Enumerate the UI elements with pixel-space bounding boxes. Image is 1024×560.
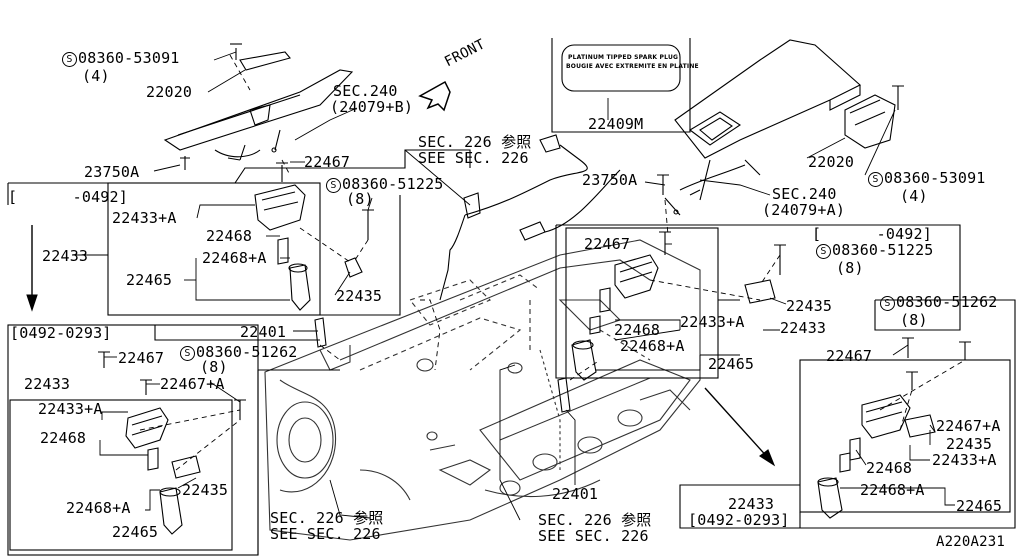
label-bracket-top: 22435	[336, 287, 383, 305]
label-coil-bolt-top: 22467	[304, 153, 351, 171]
label-coil-left: 22465	[126, 271, 173, 289]
leader-lines	[72, 51, 955, 521]
label-bolt-br-1: 22467	[826, 347, 873, 365]
label-coil-assy-right: 22433+A	[680, 313, 745, 331]
label-boot-ext-br: 22468+A	[860, 481, 925, 499]
label-boot-br: 22468	[866, 459, 913, 477]
label-sec226-bc-1: SEC. 226 参照	[538, 511, 652, 529]
label-diagram-code: A220A231	[936, 534, 1006, 550]
label-sec226-bl-1: SEC. 226 参照	[270, 509, 384, 527]
label-plug-left: 22401	[240, 323, 287, 341]
label-range-right: [ -0492]	[812, 225, 932, 243]
label-coil-assy-br: 22433+A	[932, 451, 997, 469]
label-sec240-left: SEC.240	[333, 82, 398, 100]
coil-bottom-left-drawing	[98, 351, 246, 535]
coil-bottom-right-drawing	[817, 337, 971, 519]
label-ground-right: 23750A	[582, 171, 638, 189]
label-sec226-top-1: SEC. 226 参照	[418, 133, 532, 151]
label-boot-ext-bl: 22468+A	[66, 499, 131, 517]
label-coil-br: 22465	[956, 497, 1003, 515]
label-bolt-br-2: 22467+A	[936, 417, 1001, 435]
label-plate-top-left: 22020	[146, 83, 193, 101]
front-arrow	[418, 80, 451, 112]
label-coil-bolt-right: 22467	[584, 235, 631, 253]
s-symbol-icon: S	[62, 52, 77, 67]
group-boxes	[7, 38, 1016, 556]
label-bolt-bl-1: 22467	[118, 349, 165, 367]
dashed-lines	[139, 54, 966, 471]
label-bolt-right-qty: (4)	[900, 187, 928, 205]
label-boot-ext-top: 22468+A	[202, 249, 267, 267]
label-range-top-left: [ -0492]	[8, 188, 128, 206]
label-bolt-bl-lower-qty: (8)	[200, 358, 228, 376]
label-coil-bl: 22465	[112, 523, 159, 541]
label-spark-plug-2: BOUGIE AVEC EXTREMITE EN PLATINE	[566, 63, 699, 70]
harness-drawing	[439, 134, 621, 301]
s-symbol-icon: S	[180, 346, 195, 361]
label-range-bottom-left: [0492-0293]	[10, 324, 112, 342]
label-coil-right: 22465	[708, 355, 755, 373]
top-left-cover-drawing	[163, 43, 354, 170]
label-plate-right: 22020	[808, 153, 855, 171]
label-bolt-br-qty: (8)	[900, 311, 928, 329]
label-bolt-top-left-qty: (4)	[82, 67, 110, 85]
label-range-br: [0492-0293]	[688, 511, 790, 529]
label-boot-top: 22468	[206, 227, 253, 245]
s-symbol-icon: S	[880, 296, 895, 311]
arrows	[26, 80, 776, 467]
top-right-cover-drawing	[657, 39, 904, 216]
label-plug-bottom: 22401	[552, 485, 599, 503]
label-coil-assy-top: 22433+A	[112, 209, 177, 227]
label-sec226-bl-2: SEE SEC. 226	[270, 525, 381, 543]
label-ground-left: 23750A	[84, 163, 140, 181]
label-bolt-right-mid-qty: (8)	[836, 259, 864, 277]
label-bracket-br: 22435	[946, 435, 993, 453]
label-22409m: 22409M	[588, 115, 644, 133]
label-bracket-bl: 22435	[182, 481, 229, 499]
label-boot-ext-right: 22468+A	[620, 337, 685, 355]
s-symbol-icon: S	[816, 244, 831, 259]
label-bolt-mid-qty: (8)	[346, 190, 374, 208]
label-coil-main-bl: 22433	[24, 375, 71, 393]
label-coil-main-right: 22433	[780, 319, 827, 337]
label-boot-bl: 22468	[40, 429, 87, 447]
label-coil-main-left: 22433	[42, 247, 89, 265]
label-sec226-top-2: SEE SEC. 226	[418, 149, 529, 167]
label-sec240-right-ref: (24079+A)	[762, 201, 846, 219]
coil-right-drawing	[571, 231, 786, 381]
label-coil-main-br: 22433	[728, 495, 775, 513]
label-bracket-right: 22435	[786, 297, 833, 315]
label-boot-right: 22468	[614, 321, 661, 339]
label-sec240-right: SEC.240	[772, 185, 837, 203]
s-symbol-icon: S	[326, 178, 341, 193]
spark-plugs-drawing	[314, 317, 571, 413]
label-coil-assy-bl: 22433+A	[38, 400, 103, 418]
engine-block-drawing	[264, 239, 701, 541]
label-sec226-bc-2: SEE SEC. 226	[538, 527, 649, 545]
down-arrow-right	[704, 387, 771, 461]
label-bolt-bl-2: 22467+A	[160, 375, 225, 393]
s-symbol-icon: S	[868, 172, 883, 187]
label-spark-plug-1: PLATINUM TIPPED SPARK PLUG	[568, 54, 679, 61]
label-sec240-left-ref: (24079+B)	[330, 98, 414, 116]
